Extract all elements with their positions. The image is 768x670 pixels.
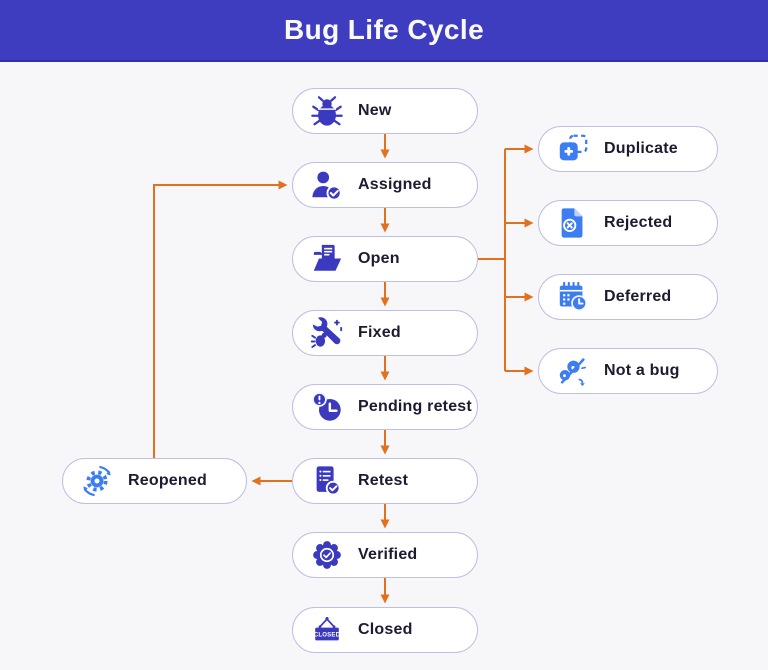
node-label: Pending retest <box>358 398 472 415</box>
node-label: Duplicate <box>604 140 678 157</box>
node-open: Open <box>292 236 478 282</box>
node-label: New <box>358 102 392 119</box>
closed-sign-text: CLOSED <box>314 632 341 638</box>
node-label: Verified <box>358 546 418 563</box>
bug-slash-icon <box>556 354 590 388</box>
node-label: Rejected <box>604 214 673 231</box>
verified-badge-icon <box>310 538 344 572</box>
node-assigned: Assigned <box>292 162 478 208</box>
wrench-bug-icon <box>310 316 344 350</box>
node-retest: Retest <box>292 458 478 504</box>
diagram-canvas: New Assigned <box>0 62 768 670</box>
node-label: Closed <box>358 621 413 638</box>
folder-document-icon <box>310 242 344 276</box>
page-title: Bug Life Cycle <box>283 14 485 45</box>
node-reopened: Reopened <box>62 458 247 504</box>
closed-sign-icon: CLOSED <box>310 613 344 647</box>
node-rejected: Rejected <box>538 200 718 246</box>
node-label: Not a bug <box>604 362 680 379</box>
node-duplicate: Duplicate <box>538 126 718 172</box>
node-not-a-bug: Not a bug <box>538 348 718 394</box>
clock-alert-icon <box>310 390 344 424</box>
node-label: Deferred <box>604 288 672 305</box>
duplicate-icon <box>556 132 590 166</box>
user-check-icon <box>310 168 344 202</box>
file-rejected-icon <box>556 206 590 240</box>
bug-icon <box>310 94 344 128</box>
node-fixed: Fixed <box>292 310 478 356</box>
node-label: Open <box>358 250 400 267</box>
node-pending-retest: Pending retest <box>292 384 478 430</box>
gear-refresh-icon <box>80 464 114 498</box>
calendar-clock-icon <box>556 280 590 314</box>
node-label: Retest <box>358 472 409 489</box>
node-label: Fixed <box>358 324 401 341</box>
node-label: Reopened <box>128 472 207 489</box>
node-closed: CLOSED Closed <box>292 607 478 653</box>
node-deferred: Deferred <box>538 274 718 320</box>
header: Bug Life Cycle <box>0 0 768 62</box>
document-check-icon <box>310 464 344 498</box>
node-new: New <box>292 88 478 134</box>
node-verified: Verified <box>292 532 478 578</box>
edge-reopened-assigned <box>153 180 288 458</box>
node-label: Assigned <box>358 176 432 193</box>
